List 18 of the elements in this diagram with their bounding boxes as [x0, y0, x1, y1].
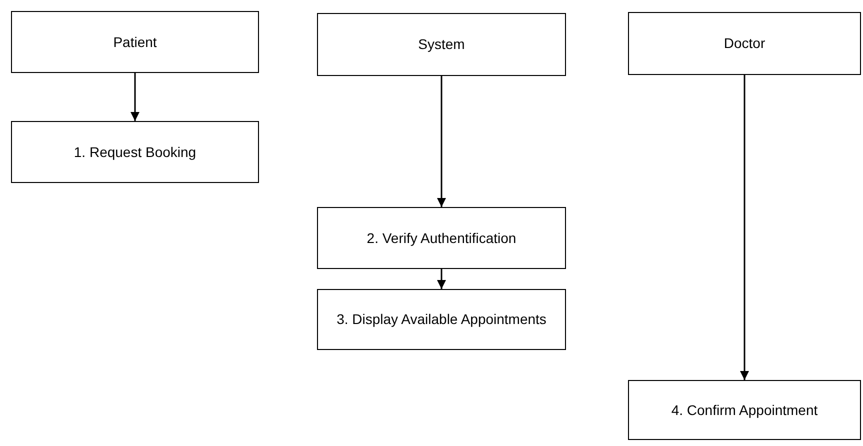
- arrow: [130, 73, 140, 121]
- box-label: Patient: [112, 34, 158, 50]
- box-label: 2. Verify Authentification: [366, 230, 518, 246]
- process-box: [628, 12, 861, 75]
- box-label: System: [417, 36, 466, 53]
- arrow: [740, 75, 749, 380]
- process-box: [11, 121, 259, 183]
- process-box: [11, 11, 259, 73]
- box-label: Doctor: [722, 35, 766, 52]
- box-label: 1. Request Booking: [72, 144, 198, 160]
- process-box: [317, 289, 566, 350]
- box-label: 4. Confirm Appointment: [670, 402, 819, 418]
- arrow: [437, 76, 446, 207]
- process-box: [317, 207, 566, 269]
- process-box: [628, 380, 861, 440]
- box-label: 3. Display Available Appointments: [336, 311, 548, 328]
- process-box: [317, 13, 566, 76]
- arrow: [437, 269, 446, 289]
